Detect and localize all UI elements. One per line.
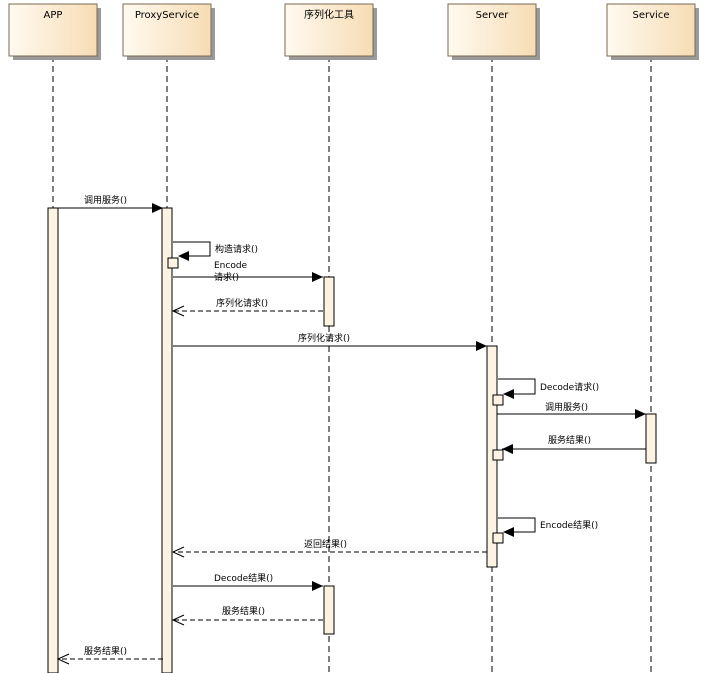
self-call-line [173, 241, 211, 257]
message-label: 序列化请求() [298, 332, 350, 344]
arrowhead-open [171, 305, 185, 317]
message-m13: 服务结果() [56, 645, 163, 665]
message-label: 请求() [214, 271, 239, 283]
actor-label-serializer: 序列化工具 [304, 8, 354, 21]
arrowhead-filled [312, 581, 323, 591]
message-label: Decode结果() [214, 572, 273, 584]
message-m12: 服务结果() [171, 605, 323, 626]
arrowhead-filled [312, 272, 323, 282]
message-label: Encode [214, 261, 248, 271]
activation-app [47, 207, 59, 673]
arrowhead-filled [502, 444, 513, 454]
message-m7: 调用服务() [497, 401, 646, 419]
message-m11: Decode结果() [173, 572, 323, 591]
self-call-line [498, 517, 536, 533]
nested-activation-server [492, 449, 504, 461]
activation-serializer [323, 585, 335, 635]
message-m10: 返回结果() [171, 538, 487, 558]
message-m2: 构造请求() [173, 241, 258, 261]
actor-box-app [8, 3, 98, 57]
actor-label-app: APP [44, 10, 63, 21]
message-label: 调用服务() [84, 194, 127, 206]
actor-box-proxy [122, 3, 212, 57]
actor-box-service [606, 3, 696, 57]
message-label: 服务结果() [222, 605, 265, 617]
activation-service [645, 413, 657, 464]
message-m8: 服务结果() [502, 434, 646, 454]
arrowhead-open [56, 653, 70, 665]
activation-proxy [161, 207, 173, 673]
arrowhead-filled [503, 389, 514, 399]
self-call-line [498, 378, 536, 395]
message-label: 服务结果() [548, 434, 591, 446]
arrowhead-open [171, 614, 185, 626]
message-label: Encode结果() [540, 519, 598, 531]
actor-box-server [447, 3, 537, 57]
message-m6: Decode请求() [498, 378, 599, 399]
arrowhead-filled [178, 251, 189, 261]
message-m9: Encode结果() [498, 517, 598, 537]
arrowhead-filled [476, 341, 487, 351]
nested-activation-server [492, 394, 504, 406]
activation-serializer [323, 276, 335, 327]
actor-box-serializer [284, 3, 374, 57]
message-label: 序列化请求() [216, 297, 268, 309]
actor-label-server: Server [476, 10, 510, 21]
arrowhead-filled [503, 527, 514, 537]
message-label: 服务结果() [84, 645, 127, 657]
nested-activation-server [492, 532, 504, 544]
arrowhead-open [171, 546, 185, 558]
message-m1: 调用服务() [58, 194, 163, 213]
nested-activation-proxy [167, 257, 179, 269]
message-label: 调用服务() [545, 401, 588, 413]
message-label: Decode请求() [540, 381, 599, 393]
actor-label-service: Service [633, 10, 670, 21]
arrowhead-filled [635, 409, 646, 419]
message-label: 构造请求() [215, 243, 258, 255]
message-m5: 序列化请求() [173, 332, 487, 351]
arrowhead-filled [152, 203, 163, 213]
actor-label-proxy: ProxyService [135, 10, 199, 21]
message-m4: 序列化请求() [171, 297, 323, 317]
message-label: 返回结果() [304, 538, 347, 550]
